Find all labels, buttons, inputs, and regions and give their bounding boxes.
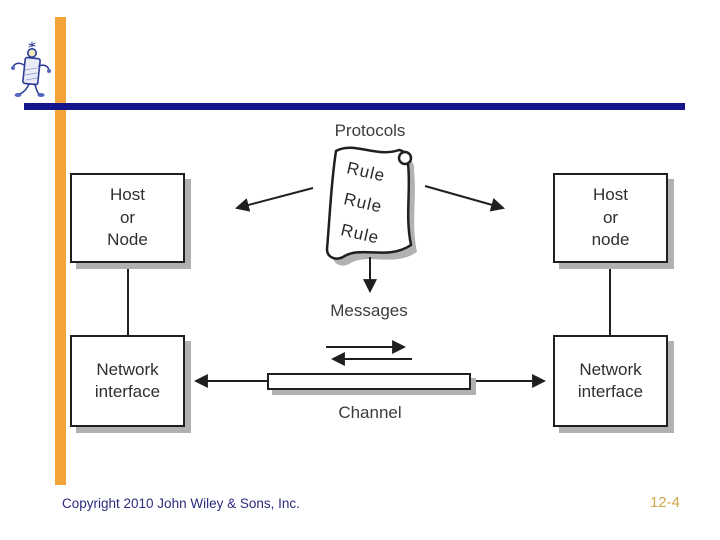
box-text-line: Network: [579, 359, 642, 379]
walking-robot-logo-icon: [11, 41, 51, 97]
box-text-line: Host: [110, 185, 145, 205]
rule-line: Rule: [341, 189, 385, 217]
host-node-box-left: Host or Node: [70, 173, 185, 263]
page-number: 12-4: [649, 494, 680, 511]
box-text-line: interface: [94, 382, 161, 401]
accent-bar: [55, 17, 66, 485]
protocols-label: Protocols: [334, 121, 406, 140]
rule-line: Rule: [338, 220, 382, 248]
arrow-scroll-to-left-host: [234, 187, 314, 212]
rule-line: Rule: [344, 158, 388, 186]
rule-scroll: Rule Rule Rule: [320, 147, 418, 258]
network-interface-box-right: Network interface: [553, 335, 668, 427]
box-text-line: or: [119, 207, 136, 227]
header-rule-line: [24, 103, 685, 110]
channel-bar: [267, 373, 471, 390]
box-text-line: or: [602, 207, 619, 227]
host-node-box-right: Host or node: [553, 173, 668, 263]
box-text-line: Node: [107, 230, 148, 250]
arrow-scroll-to-right-host: [424, 185, 506, 212]
box-text-line: Host: [593, 185, 628, 205]
copyright-text: Copyright 2010 John Wiley & Sons, Inc.: [62, 496, 300, 511]
network-interface-box-left: Network interface: [70, 335, 185, 427]
channel-label: Channel: [338, 403, 402, 422]
box-text-line: Network: [96, 359, 159, 379]
box-text-line: node: [591, 230, 630, 250]
box-text-line: interface: [577, 382, 644, 401]
messages-label: Messages: [330, 301, 408, 320]
